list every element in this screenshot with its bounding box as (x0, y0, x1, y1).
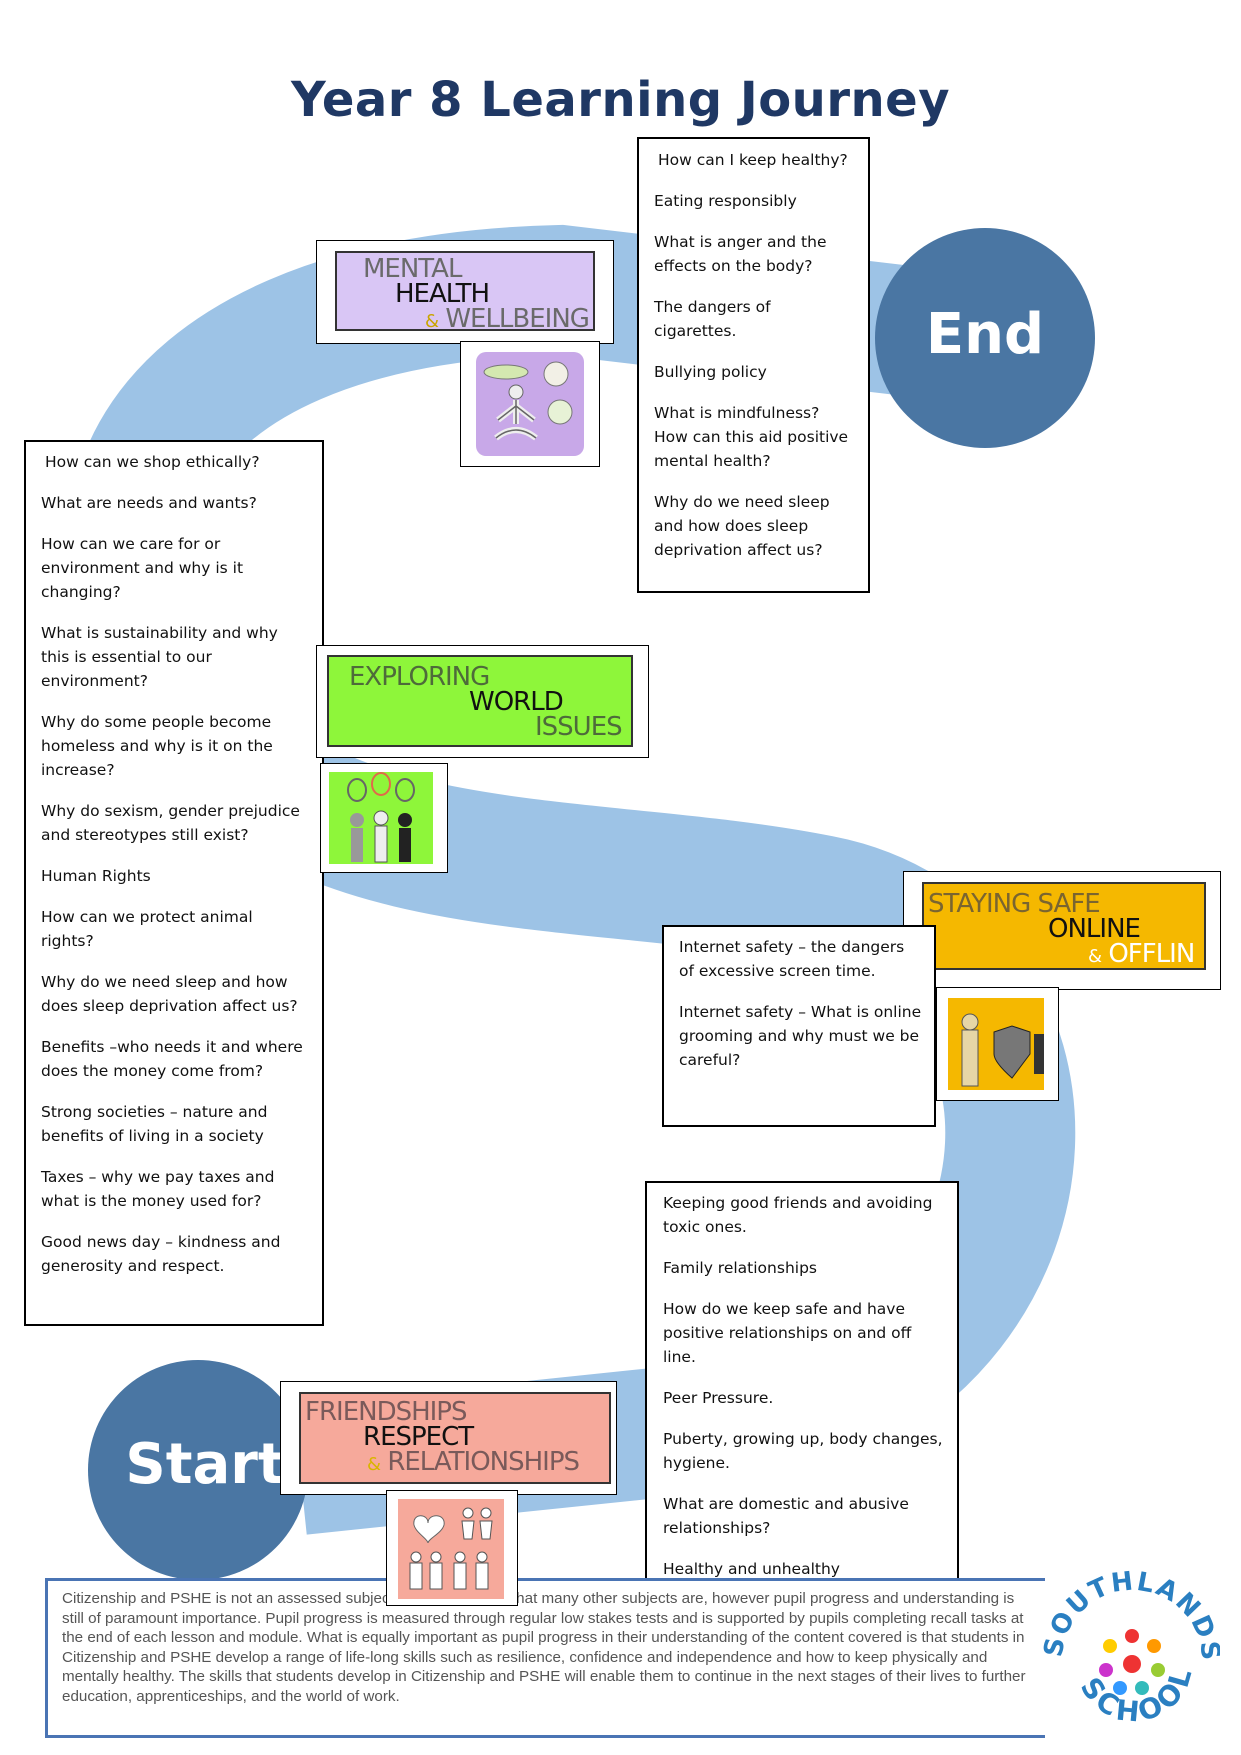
page-title: Year 8 Learning Journey (290, 72, 951, 128)
mental-health-amp: & (425, 311, 439, 332)
start-label: Start (125, 1432, 285, 1497)
end-circle (875, 228, 1095, 448)
mental-health-line3: WELLBEING (445, 304, 590, 334)
question-item: Taxes – why we pay taxes and what is the… (41, 1168, 275, 1210)
question-item: Good news day – kindness and generosity … (41, 1233, 281, 1275)
footer-text-box: Citizenship and PSHE is not an assessed … (45, 1578, 1045, 1738)
staying-safe-label: STAYING SAFE ONLINE & OFFLIN (922, 882, 1206, 970)
friendships-line1: FRIENDSHIPS (305, 1397, 468, 1427)
mental-health-line1: MENTAL (363, 254, 462, 284)
friendships-questions: Keeping good friends and avoiding toxic … (645, 1181, 959, 1618)
question-item: Why do some people become homeless and w… (41, 713, 273, 779)
question-item: Why do we need sleep and how does sleep … (41, 973, 298, 1015)
end-label: End (925, 302, 1045, 367)
staying-safe-banner: STAYING SAFE ONLINE & OFFLIN (903, 871, 1221, 990)
world-issues-questions: How can we shop ethically? What are need… (24, 440, 324, 1326)
question-item: Puberty, growing up, body changes, hygie… (663, 1430, 943, 1472)
question-item: How do we keep safe and have positive re… (663, 1300, 912, 1366)
question-item: The dangers of cigarettes. (654, 298, 771, 340)
question-item: What are needs and wants? (41, 494, 257, 512)
online-safety-icon (936, 987, 1059, 1101)
question-item: Keeping good friends and avoiding toxic … (663, 1194, 933, 1236)
question-item: Human Rights (41, 867, 151, 885)
question-item: Bullying policy (654, 363, 767, 381)
staying-safe-questions: Internet safety – the dangers of excessi… (662, 925, 936, 1127)
start-circle (88, 1360, 308, 1580)
question-item: What are domestic and abusive relationsh… (663, 1495, 909, 1537)
mental-health-questions: How can I keep healthy? Eating responsib… (637, 137, 870, 593)
world-issues-banner: EXPLORING WORLD ISSUES (316, 645, 649, 758)
question-item: Why do we need sleep and how does sleep … (654, 493, 830, 559)
question-item: What is anger and the effects on the bod… (654, 233, 827, 275)
mental-health-line2: HEALTH (395, 279, 490, 309)
mental-health-label: MENTAL HEALTH & WELLBEING (335, 251, 595, 334)
question-item: Strong societies – nature and benefits o… (41, 1103, 268, 1145)
question-item: Why do sexism, gender prejudice and ster… (41, 802, 300, 844)
world-issues-label: EXPLORING WORLD ISSUES (327, 655, 633, 747)
question-item: Peer Pressure. (663, 1389, 774, 1407)
friendships-line2: RESPECT (363, 1422, 474, 1452)
staying-safe-line1: STAYING SAFE (928, 889, 1101, 919)
question-item: How can we shop ethically? (45, 453, 260, 471)
meditation-icon (460, 341, 600, 467)
world-issues-line1: EXPLORING (349, 662, 490, 692)
question-item: Internet safety – the dangers of excessi… (679, 938, 905, 980)
question-item: What is mindfulness? How can this aid po… (654, 404, 849, 470)
question-item: How can we protect animal rights? (41, 908, 253, 950)
mental-health-banner: MENTAL HEALTH & WELLBEING (316, 240, 614, 344)
world-issues-line2: WORLD (469, 687, 564, 717)
question-item: How can I keep healthy? (658, 151, 848, 169)
friendships-line3: RELATIONSHIPS (387, 1447, 580, 1477)
family-heart-icon (386, 1490, 518, 1606)
people-balloons-icon (320, 763, 448, 873)
friendships-amp: & (367, 1454, 381, 1475)
staying-safe-line3: OFFLIN (1108, 939, 1195, 969)
question-item: Internet safety – What is online groomin… (679, 1003, 922, 1069)
question-item: Benefits –who needs it and where does th… (41, 1038, 303, 1080)
question-item: What is sustainability and why this is e… (41, 624, 278, 690)
staying-safe-line2: ONLINE (1048, 914, 1141, 944)
question-item: Family relationships (663, 1259, 817, 1277)
staying-safe-amp: & (1088, 946, 1102, 967)
world-issues-line3: ISSUES (535, 712, 623, 742)
friendships-label: FRIENDSHIPS RESPECT & RELATIONSHIPS (299, 1392, 611, 1484)
question-item: How can we care for or environment and w… (41, 535, 244, 601)
footer-text: Citizenship and PSHE is not an assessed … (62, 1590, 1026, 1705)
friendships-banner: FRIENDSHIPS RESPECT & RELATIONSHIPS (280, 1381, 617, 1495)
question-item: Eating responsibly (654, 192, 797, 210)
